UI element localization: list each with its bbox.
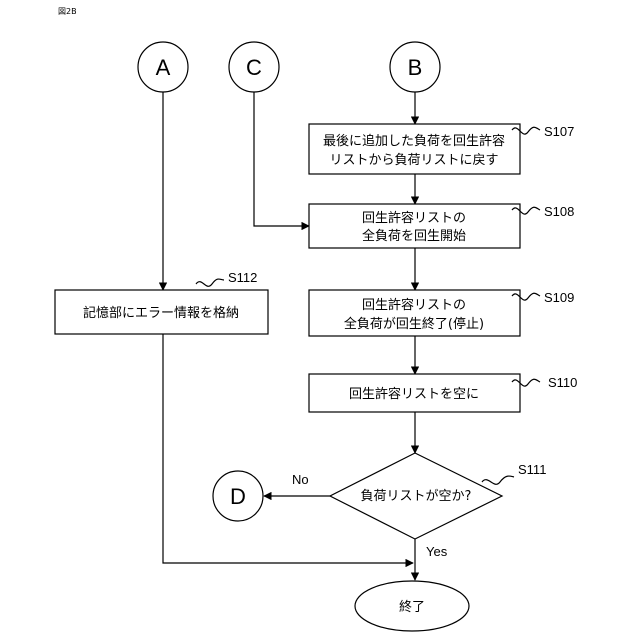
s111-text: 負荷リストが空か? (361, 489, 472, 504)
s112-text: 記憶部にエラー情報を格納 (83, 305, 239, 321)
flow-c-to-s108 (254, 92, 309, 226)
step-s112: 記憶部にエラー情報を格納 (55, 290, 268, 334)
s112-id: S112 (228, 270, 257, 285)
connector-a: A (138, 42, 188, 92)
s112-leader (196, 279, 224, 286)
connector-d-label: D (230, 484, 246, 509)
connector-c-label: C (246, 55, 262, 80)
s109-id: S109 (544, 290, 574, 305)
s108-id: S108 (544, 204, 574, 219)
connector-a-label: A (156, 55, 171, 80)
terminal-end: 終了 (355, 581, 469, 631)
s109-line1: 回生許容リストの (362, 297, 466, 313)
step-s109: 回生許容リストの 全負荷が回生終了(停止) (309, 290, 520, 336)
figure-label: 図2B (58, 7, 77, 16)
s110-text: 回生許容リストを空に (349, 386, 479, 402)
s110-id: S110 (548, 375, 577, 390)
s111-id: S111 (518, 462, 546, 477)
connector-c: C (229, 42, 279, 92)
s107-id: S107 (544, 124, 574, 139)
connector-b: B (390, 42, 440, 92)
s107-line1: 最後に追加した負荷を回生許容 (323, 133, 505, 149)
terminal-label: 終了 (399, 599, 425, 615)
step-s108: 回生許容リストの 全負荷を回生開始 (309, 204, 520, 248)
connector-d: D (213, 471, 263, 521)
branch-yes-label: Yes (426, 544, 448, 559)
s111-leader (482, 476, 514, 484)
s109-line2: 全負荷が回生終了(停止) (344, 316, 484, 332)
step-s107: 最後に追加した負荷を回生許容 リストから負荷リストに戻す (309, 124, 520, 174)
s108-line1: 回生許容リストの (362, 210, 466, 226)
step-s110: 回生許容リストを空に (309, 374, 520, 412)
connector-b-label: B (408, 55, 423, 80)
s107-line2: リストから負荷リストに戻す (329, 153, 498, 168)
decision-s111: 負荷リストが空か? (330, 453, 502, 539)
branch-no-label: No (292, 472, 309, 487)
s108-line2: 全負荷を回生開始 (362, 228, 466, 244)
flow-s112-to-end (163, 334, 413, 563)
